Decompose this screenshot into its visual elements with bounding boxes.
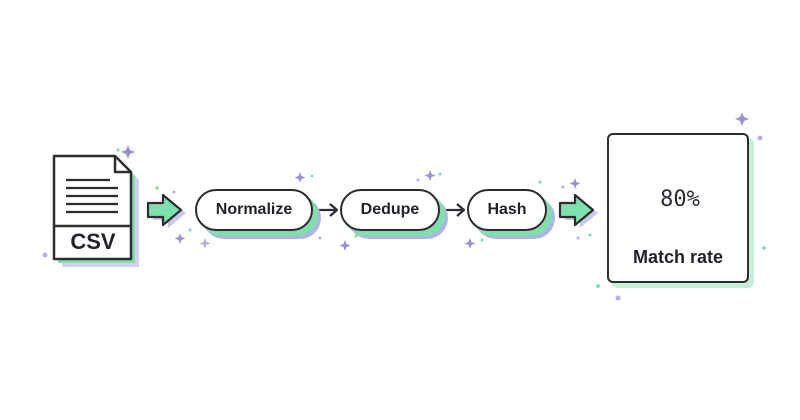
sparkle-icon: [294, 172, 306, 183]
step-label: Normalize: [215, 201, 293, 218]
arrow-icon: [558, 193, 598, 228]
match-rate-value: 80%: [660, 186, 700, 212]
match-rate-label: Match rate: [632, 246, 724, 267]
sparkle-icon: [121, 145, 135, 159]
sparkle-icon: [199, 238, 211, 249]
sparkle-icon: [174, 233, 186, 244]
step-hash: Hash: [467, 189, 547, 231]
step-dedupe: Dedupe: [340, 189, 440, 231]
sparkle-icon: [464, 238, 476, 249]
match-rate-card: [607, 133, 749, 283]
sparkle-icon: [735, 112, 749, 126]
sparkle-decorations: [121, 112, 749, 251]
arrow-icon: [146, 193, 186, 228]
step-label: Dedupe: [360, 201, 420, 218]
arrow-icon: [316, 203, 339, 217]
sparkle-icon: [569, 178, 581, 189]
step-label: Hash: [487, 201, 527, 218]
sparkle-icon: [424, 170, 436, 181]
csv-file-label: CSV: [70, 229, 116, 254]
step-normalize: Normalize: [195, 189, 313, 231]
dot-decorations: [42, 135, 766, 301]
sparkle-icon: [339, 240, 351, 251]
csv-file-icon: [52, 154, 139, 267]
arrow-icon: [443, 203, 466, 217]
